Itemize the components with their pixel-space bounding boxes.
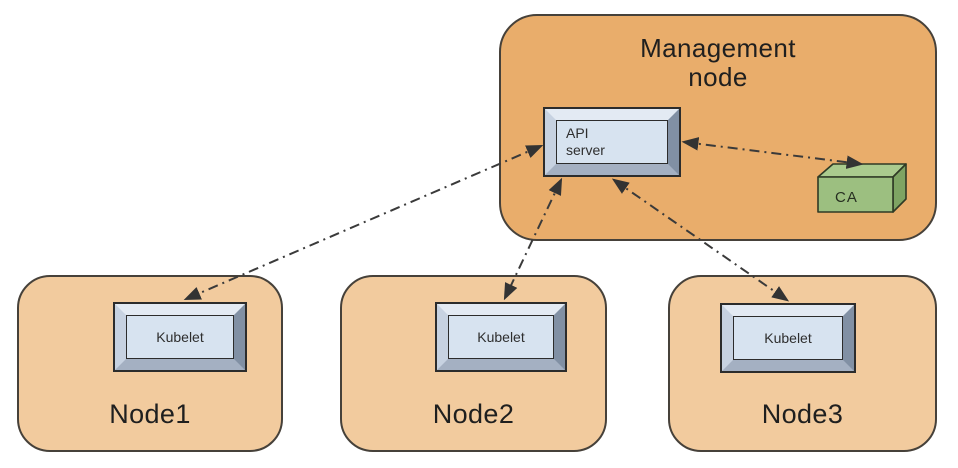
kubelet-box-node3: Kubelet [720, 303, 856, 373]
kubelet3-bevel: Kubelet [722, 305, 854, 371]
kubelet3-label: Kubelet [733, 316, 843, 360]
kubelet1-bevel: Kubelet [115, 304, 245, 370]
node1-label: Node1 [109, 399, 191, 429]
kubelet1-label: Kubelet [126, 315, 234, 359]
management-node-label: Management node [640, 33, 796, 92]
kubelet2-label: Kubelet [448, 315, 554, 359]
api-server-label: API server [556, 120, 668, 164]
kubelet2-bevel: Kubelet [437, 304, 565, 370]
api-server-bevel: API server [545, 109, 679, 175]
node3-label: Node3 [761, 399, 844, 429]
api-server-box: API server [543, 107, 681, 177]
kubelet-box-node2: Kubelet [435, 302, 567, 372]
kubelet-box-node1: Kubelet [113, 302, 247, 372]
node2-label: Node2 [432, 399, 515, 429]
